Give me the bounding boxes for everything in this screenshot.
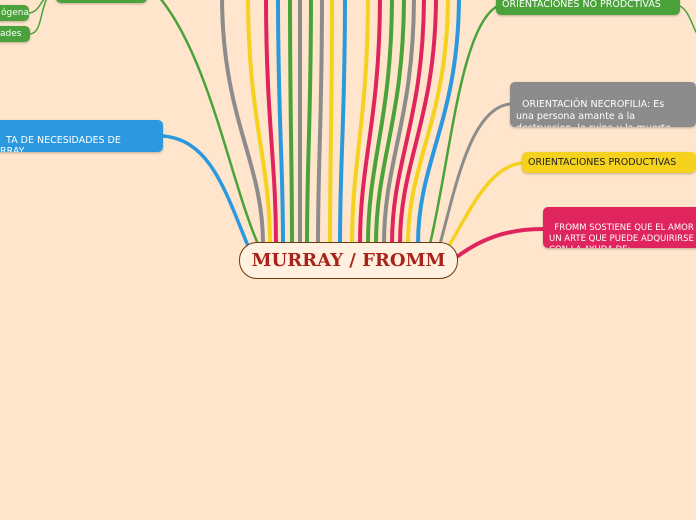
branch-orientaciones-no-productivas bbox=[428, 5, 498, 246]
branch-7 bbox=[316, 0, 324, 246]
branch-endogena bbox=[28, 0, 45, 14]
branch-17 bbox=[406, 0, 450, 246]
branch-18 bbox=[416, 0, 461, 246]
branch-12 bbox=[366, 0, 394, 246]
node-endogena-label: ógena bbox=[1, 8, 29, 18]
branch-right-edge bbox=[679, 5, 696, 33]
node-endogena[interactable]: ógena bbox=[0, 5, 29, 21]
node-orientaciones-productivas-label: ORIENTACIONES PRODUCTIVAS bbox=[528, 157, 677, 168]
node-fromm-amor[interactable]: FROMM SOSTIENE QUE EL AMOR UN ARTE QUE P… bbox=[543, 207, 696, 248]
branch-11 bbox=[358, 0, 382, 246]
branch-10 bbox=[350, 0, 370, 246]
node-orientacion-necrofilia-label: ORIENTACIÒN NECROFILIA: Es una persona a… bbox=[516, 99, 674, 127]
branch-6 bbox=[305, 0, 313, 246]
branch-lista-necesidades bbox=[161, 134, 250, 248]
node-necesidades-short[interactable]: ades bbox=[0, 26, 30, 42]
branch-necrofilia bbox=[438, 102, 512, 246]
branch-9 bbox=[338, 0, 347, 246]
central-topic-title: MURRAY / FROMM bbox=[251, 250, 446, 271]
node-orientaciones-no-productivas-label: ORIENTACIONES NO PRODCTIVAS bbox=[502, 0, 661, 10]
node-lista-necesidades-label: TA DE NECESIDADES DE RRAY bbox=[0, 135, 121, 152]
branch-necesidades-short bbox=[29, 0, 47, 35]
node-orientaciones-productivas[interactable]: ORIENTACIONES PRODUCTIVAS bbox=[522, 152, 696, 173]
branch-13 bbox=[374, 0, 406, 246]
node-lista-necesidades[interactable]: TA DE NECESIDADES DE RRAY bbox=[0, 120, 163, 152]
branch-fromm-amor bbox=[456, 227, 545, 258]
branch-0 bbox=[220, 0, 265, 246]
node-orientacion-necrofilia[interactable]: ORIENTACIÒN NECROFILIA: Es una persona a… bbox=[510, 82, 696, 127]
branch-14 bbox=[382, 0, 416, 246]
central-topic[interactable]: MURRAY / FROMM bbox=[239, 242, 458, 279]
branch-4 bbox=[288, 0, 294, 246]
node-orientaciones-no-productivas[interactable]: ORIENTACIONES NO PRODCTIVAS bbox=[496, 0, 680, 15]
branch-orientaciones-productivas bbox=[448, 161, 524, 246]
node-top-green-partial[interactable] bbox=[56, 0, 147, 3]
branch-3 bbox=[276, 0, 285, 246]
branch-1 bbox=[246, 0, 272, 246]
branch-2 bbox=[264, 0, 278, 246]
branch-top-left-green bbox=[159, 0, 260, 246]
branch-8 bbox=[328, 0, 334, 246]
branch-16 bbox=[398, 0, 438, 246]
node-fromm-amor-label: FROMM SOSTIENE QUE EL AMOR UN ARTE QUE P… bbox=[549, 223, 694, 248]
node-necesidades-short-label: ades bbox=[0, 29, 22, 39]
branch-15 bbox=[390, 0, 426, 246]
